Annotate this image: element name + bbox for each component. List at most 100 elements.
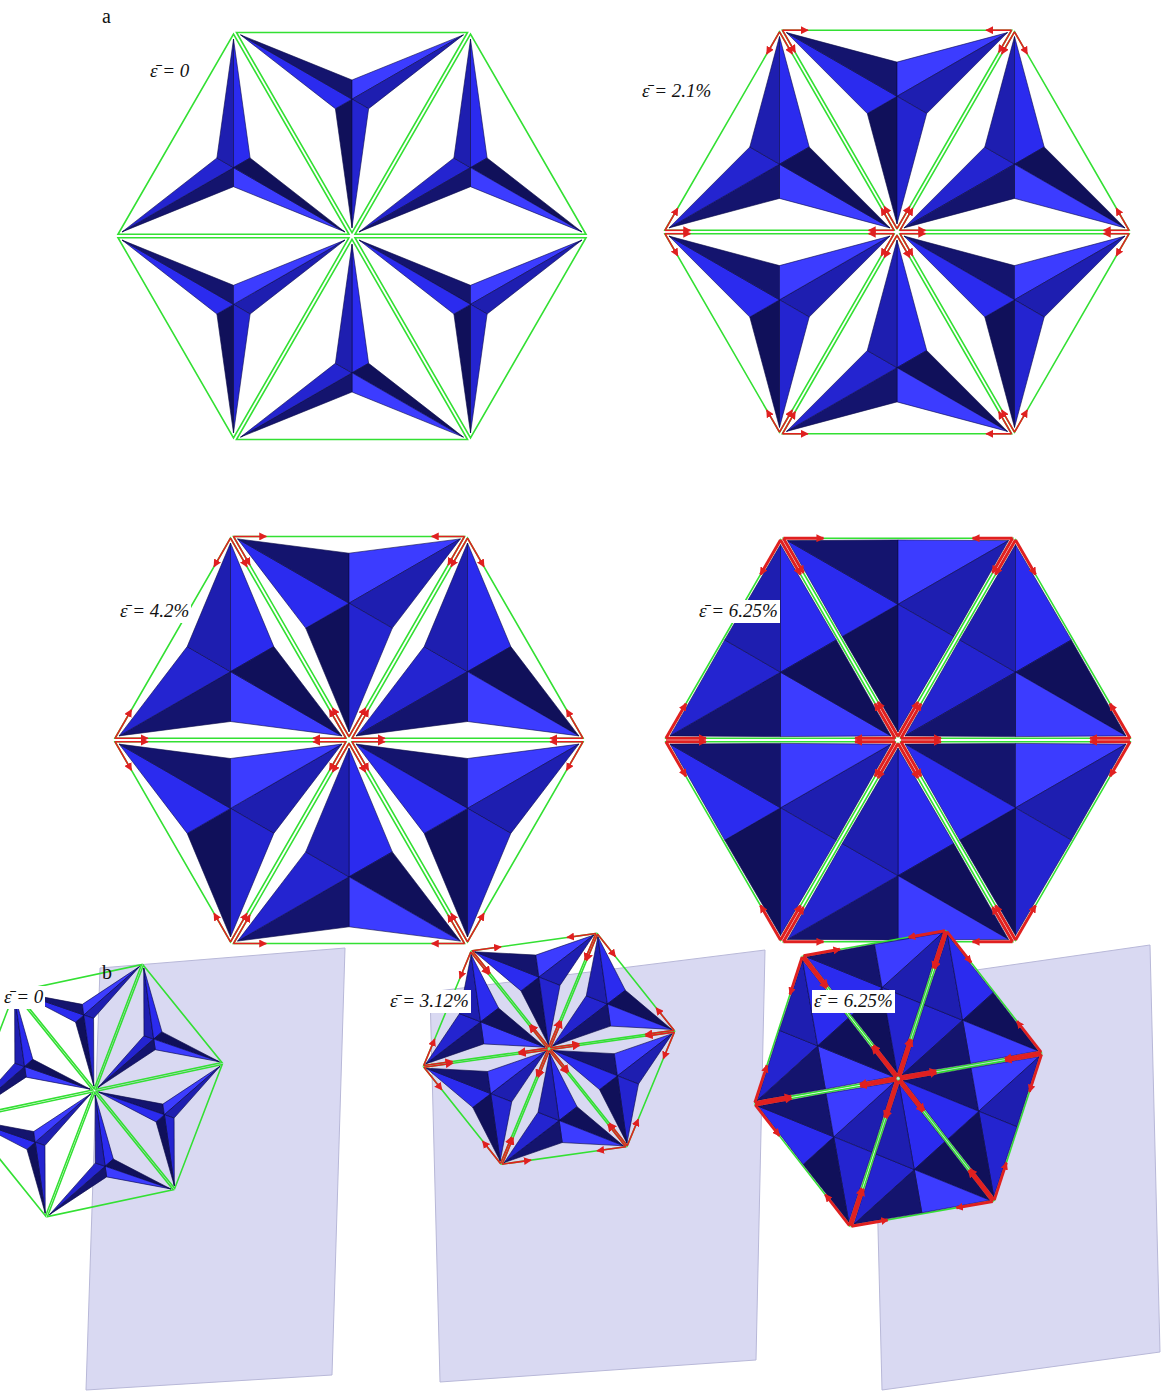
force-arrow [533,1050,551,1076]
strut-facet [234,39,251,168]
strut-facet [238,539,349,628]
strut-facet [155,1115,174,1188]
force-arrow [929,932,953,969]
cable [0,1092,108,1229]
force-arrow [1116,234,1129,256]
force-arrow [598,932,616,958]
force-arrow [884,207,897,229]
strain-label: ε̄ = 2.1% [640,80,713,103]
cable [115,742,346,942]
force-arrow [855,737,895,740]
force-arrow [986,29,1011,31]
force-arrow [1090,737,1130,740]
force-arrow [567,710,583,738]
force-arrow [330,742,346,770]
force-arrow [666,742,686,777]
force-arrow [909,931,945,937]
force-arrow [313,741,346,743]
force-arrow [782,30,795,52]
cable [472,933,610,1055]
force-arrow [233,536,249,564]
strut-facet [1016,808,1072,936]
force-arrow [624,1119,642,1145]
force-arrow [665,230,690,232]
strain-label: ε̄ = 6.25% [812,990,895,1013]
strut-facet [234,240,345,314]
force-arrow [1090,740,1130,743]
force-arrow [549,1049,567,1075]
force-arrow [483,1139,501,1165]
strut-facet [960,545,1016,673]
cable [900,32,1129,230]
strut-facet [780,37,810,165]
strut-facet [349,877,460,941]
tensegrity-unit [115,536,583,943]
force-arrow [767,410,780,432]
strut-facet [187,543,230,672]
tensegrity-unit [0,951,238,1230]
tensegrity-unit [409,925,689,1174]
force-arrow [898,743,918,778]
cable [352,538,583,738]
strut-facet [486,1051,550,1093]
force-arrow [550,737,583,739]
strut-facet [231,744,342,808]
strut-facet [750,300,780,428]
strut-facet [471,158,582,232]
force-arrow [519,1048,548,1052]
force-arrow [451,538,467,566]
strut-facet [92,1034,158,1088]
strut-facet [904,147,1015,228]
strut-facet [787,33,898,97]
force-arrow [755,1096,791,1102]
force-arrow [665,208,678,230]
force-arrow [1015,32,1028,54]
tensegrity-unit [731,918,1065,1239]
force-arrow [783,537,823,540]
force-arrow [352,737,385,739]
force-arrow [432,536,465,538]
force-arrow [567,742,583,770]
strut-facet [780,300,810,428]
force-arrow [901,737,941,740]
strut-facet [606,985,672,1038]
force-arrow [784,957,808,994]
force-arrow [656,1006,674,1032]
strut-facet [44,1161,110,1215]
strut-facet [122,240,233,304]
force-arrow [851,1220,887,1226]
force-arrow [761,540,781,575]
strut-facet [985,37,1015,165]
force-arrow [1116,208,1129,230]
force-arrow [973,537,1013,540]
strut-facet [359,168,470,232]
strut-facet [234,304,251,433]
strut-facet [359,158,470,232]
force-arrow [468,538,484,566]
force-arrow [780,410,793,432]
force-arrow [333,708,349,736]
force-arrow [233,536,266,538]
strut-facet [119,744,230,808]
force-arrow [783,538,803,573]
tensegrity-unit [666,538,1130,942]
strut-facet [670,744,781,840]
force-arrow [894,1040,918,1077]
strut-facet [826,1082,902,1137]
force-arrow [115,742,131,770]
support-plane [430,950,765,1382]
force-arrow [645,1030,674,1034]
strut-facet [231,808,274,937]
force-arrow [1017,1018,1041,1055]
strut-facet [241,35,352,99]
strut-facet [234,158,345,232]
force-arrow [782,433,807,435]
force-arrow [666,737,706,740]
strain-label: ε̄ = 3.12% [388,990,471,1013]
force-arrow [878,702,898,737]
force-arrow [878,1080,902,1117]
strain-label: ε̄ = 4.2% [118,600,191,623]
strut-facet [122,158,233,232]
cable [237,33,468,233]
